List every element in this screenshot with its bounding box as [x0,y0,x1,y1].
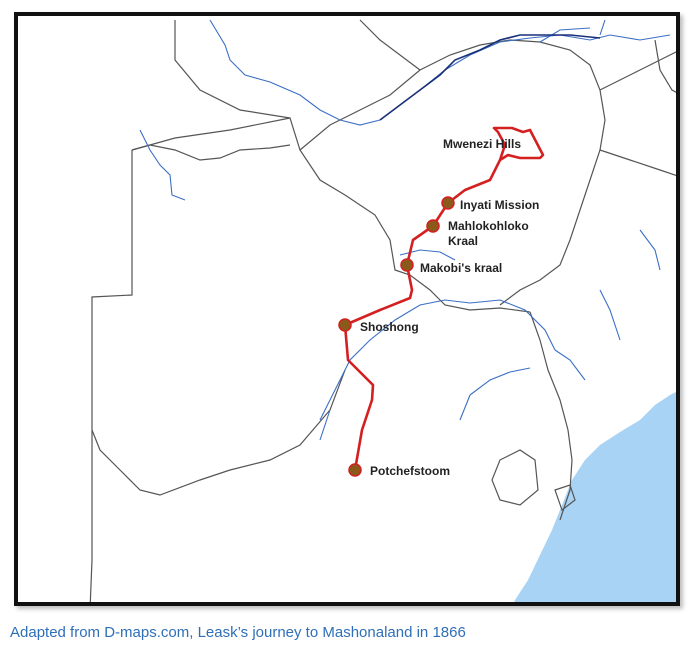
map-frame: Mwenezi Hills Inyati Mission Mahlokohlok… [14,12,680,606]
stop-makobis-kraal[interactable] [400,258,414,272]
map-svg: Mwenezi Hills Inyati Mission Mahlokohlok… [89,19,676,602]
label-mwenezi-hills: Mwenezi Hills [443,137,521,151]
label-potchefstoom: Potchefstoom [370,464,450,478]
stop-shoshong[interactable] [338,318,352,332]
stop-mahlokohloko-kraal[interactable] [426,219,440,233]
stop-inyati-mission[interactable] [441,196,455,210]
rivers [139,19,671,441]
label-mahlokohloko: Mahlokohloko [448,219,529,233]
label-shoshong: Shoshong [360,320,419,334]
label-inyati-mission: Inyati Mission [460,198,539,212]
label-makobis-kraal: Makobi's kraal [420,261,502,275]
indian-ocean [514,392,676,602]
map-caption: Adapted from D-maps.com, Leask’s journey… [10,624,466,641]
stops [338,196,455,477]
zambezi-river [379,34,601,121]
stop-potchefstoom[interactable] [348,463,362,477]
label-kraal: Kraal [448,234,478,248]
country-borders [89,19,676,602]
journey-route [343,126,545,471]
